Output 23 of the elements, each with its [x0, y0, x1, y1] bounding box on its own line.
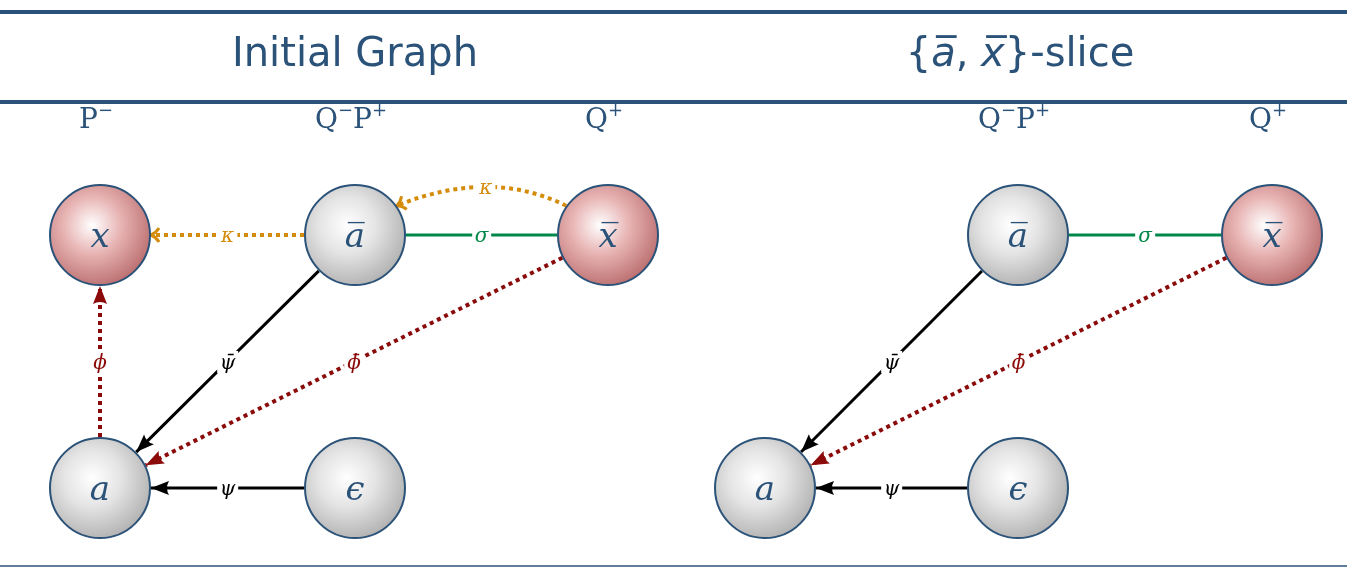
- node-caption: P$^{−}$: [79, 102, 113, 136]
- node-label: x: [90, 218, 110, 252]
- connector-line: [406, 233, 557, 237]
- node-label: a̅: [1007, 218, 1029, 252]
- node-caption: Q$^{+}$: [584, 102, 624, 136]
- edge-label: ϕ̄: [344, 350, 364, 373]
- node-label: ϵ: [345, 471, 365, 505]
- panel-heading: Initial Graph: [231, 28, 479, 76]
- edge-label: ϕ̄: [1008, 350, 1029, 373]
- node-caption: Q$^{−}$P$^{+}$: [315, 102, 387, 136]
- edge-label: ψ̄: [216, 350, 239, 373]
- node-caption: Q$^{+}$: [1248, 102, 1288, 136]
- connector-line: [1069, 233, 1221, 237]
- edge-label: ϕ: [90, 350, 110, 373]
- node-label: a̅: [344, 218, 366, 252]
- node-caption: Q$^{−}$P$^{+}$: [978, 102, 1050, 136]
- node-label: ϵ: [1008, 471, 1028, 505]
- panel-heading: {a̅, x̅}-slice: [905, 28, 1135, 76]
- node-label: x̅: [598, 218, 618, 252]
- node-label: x̅: [1262, 218, 1282, 252]
- edge-label: ψ̄: [880, 350, 903, 373]
- node-label: a: [89, 471, 111, 505]
- node-label: a: [754, 471, 776, 505]
